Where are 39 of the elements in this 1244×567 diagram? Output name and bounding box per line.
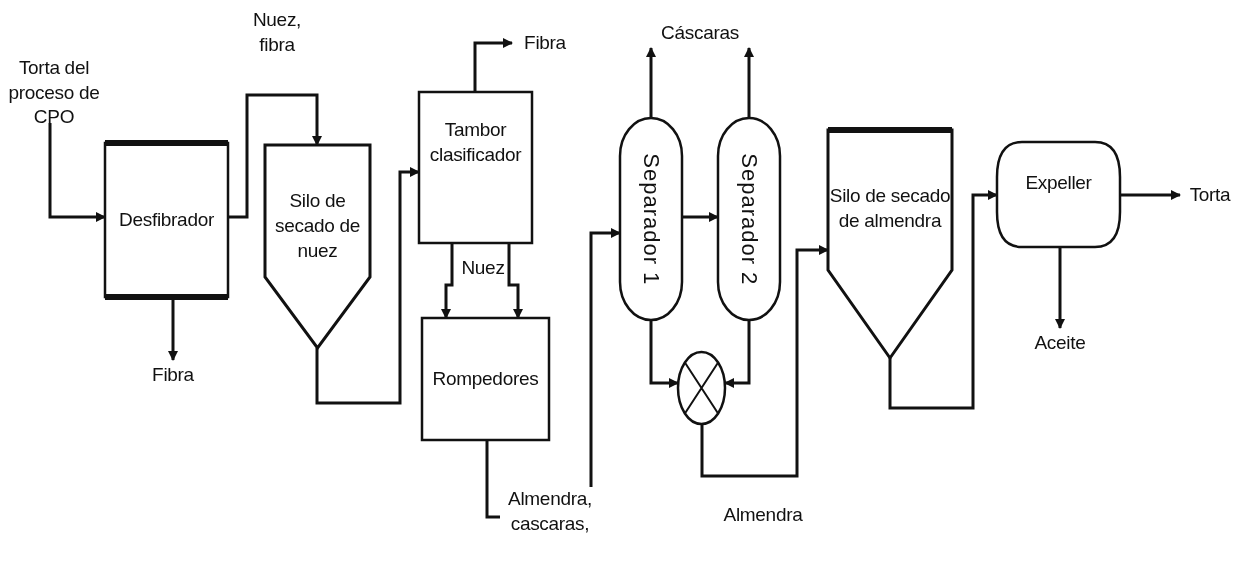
defibrator-box <box>105 143 228 297</box>
flow-arrow <box>700 245 829 478</box>
flow-arrow <box>682 212 719 222</box>
separator-vessel <box>718 118 780 320</box>
flow-arrow <box>48 123 106 222</box>
flow-arrow <box>1055 247 1065 329</box>
flow-arrow <box>649 320 679 388</box>
unit-name: Silo de secado de nuez <box>274 189 361 263</box>
flow-arrow <box>1120 190 1181 200</box>
output-label: Torta <box>1189 182 1231 207</box>
cracker-box <box>422 318 549 440</box>
flow-arrow <box>724 320 751 388</box>
unit-name: Expeller <box>1025 171 1092 196</box>
unit-name: Silo de secado de almendra <box>828 184 952 233</box>
flow-arrow <box>888 190 998 410</box>
flow-arrow <box>507 243 523 319</box>
unit-name: Desfibrador <box>119 207 214 232</box>
classifier-drum-box <box>419 92 532 243</box>
output-label: Fibra <box>524 30 566 55</box>
dryer-silo <box>265 145 370 348</box>
separator-vessel <box>620 118 682 320</box>
expeller-vessel <box>997 142 1120 247</box>
flow-arrow <box>646 47 656 118</box>
output-label: Aceite <box>1034 330 1086 355</box>
flow-arrow <box>744 47 754 118</box>
unit-name: Separador 1 <box>638 152 666 286</box>
dryer-silo <box>828 130 952 358</box>
output-label: Fibra <box>152 362 194 387</box>
unit-name: Separador 2 <box>736 152 764 286</box>
flow-arrow <box>315 167 420 405</box>
flow-arrow <box>168 297 178 361</box>
output-label: Cáscaras <box>661 20 739 45</box>
mixer-symbol <box>678 352 725 424</box>
input-label: Torta del proceso de CPO <box>8 55 100 130</box>
flow-arrow <box>473 38 513 92</box>
unit-name: Rompedores <box>432 366 539 391</box>
flow-arrow <box>441 243 454 319</box>
flow-arrow <box>228 93 322 219</box>
unit-name: Tambor clasificador <box>428 117 523 167</box>
